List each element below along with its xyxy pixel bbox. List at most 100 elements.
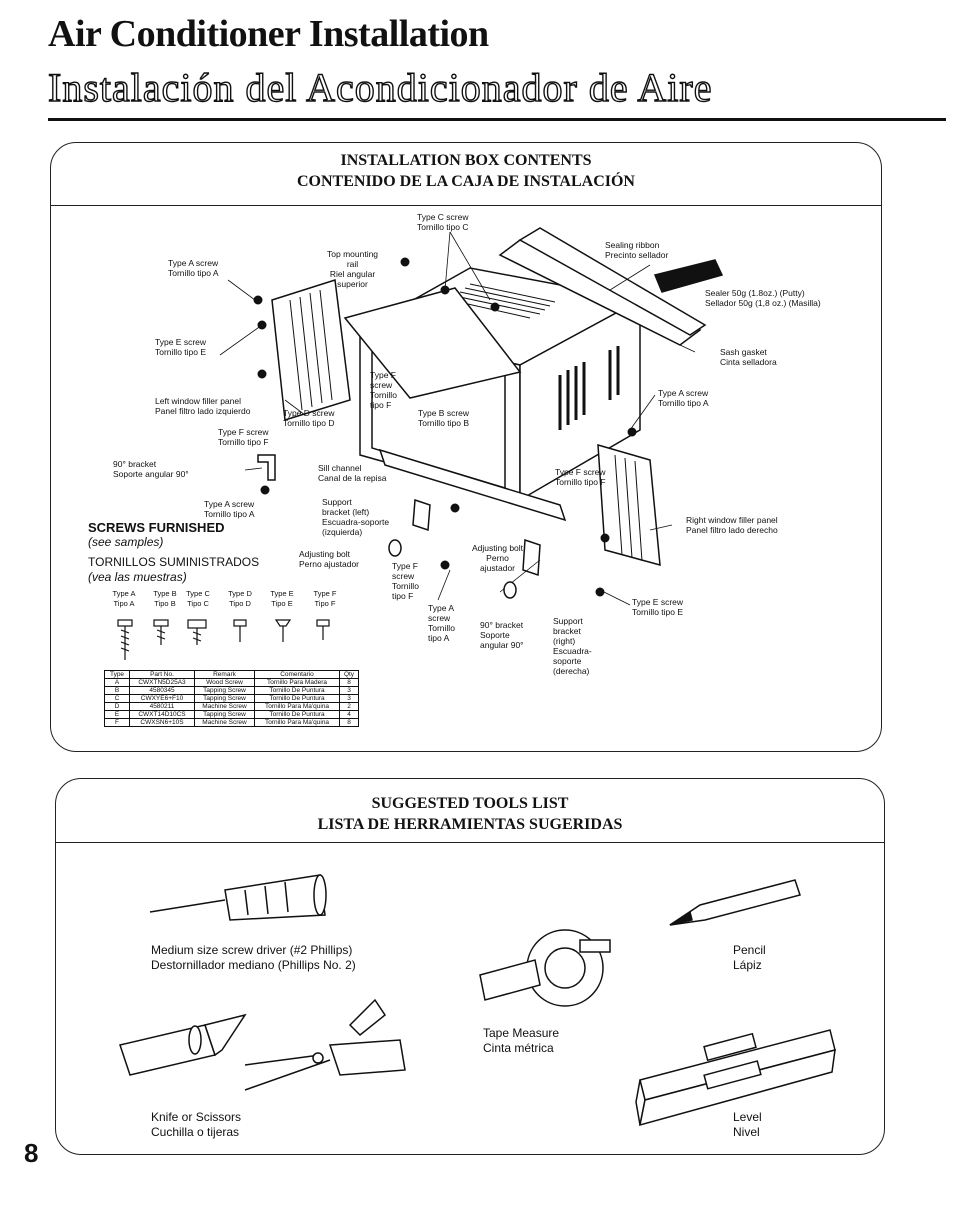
label-type-b-screw: Type B screw Tornillo tipo B [418, 408, 470, 428]
label-90-bracket-left: 90° bracket Soporte angular 90° [113, 459, 189, 479]
label-sill-channel: Sill channel Canal de la repisa [318, 463, 387, 483]
screws-furnished-subtitle: (see samples) [88, 535, 164, 549]
tools-heading-en: SUGGESTED TOOLS LIST [371, 795, 569, 812]
screw-sample-c [187, 619, 207, 645]
sealing-ribbon [498, 239, 702, 346]
screwdriver-drawing [149, 874, 327, 921]
table-row: B 4580345 Tapping Screw Tornillo De Punt… [104, 686, 359, 695]
col-remark: Remark [194, 670, 255, 679]
col-qty: Qty [339, 670, 359, 679]
tool-level-label: Level Nivel [733, 1110, 762, 1139]
label-type-f-screw-inner: Type F screw Tornillo tipo F [370, 370, 397, 410]
knife-drawing [119, 1013, 247, 1076]
label-sealer: Sealer 50g (1.8oz.) (Putty) Sellador 50g… [705, 288, 821, 308]
screws-furnished-title: SCREWS FURNISHED [88, 520, 225, 535]
table-row: E CWXT14D10CS Tapping Screw Tornillo De … [104, 710, 359, 719]
page-title: Air Conditioner Installation [48, 13, 489, 55]
cell: CWXT14D10CS [129, 710, 195, 719]
box-contents-heading-en: INSTALLATION BOX CONTENTS [340, 152, 592, 169]
screw-sample-f [316, 619, 330, 640]
tape-measure-drawing [479, 929, 611, 1007]
cell: Tornillo De Puntura [254, 710, 340, 719]
cell: 8 [339, 718, 359, 727]
scissors-drawing [244, 998, 406, 1091]
cell: Machine Screw [194, 718, 255, 727]
level-drawing [635, 1029, 836, 1127]
screws-furnished-subtitle-es: (vea las muestras) [88, 570, 187, 584]
cell: Wood Screw [194, 678, 255, 687]
cell: Tapping Screw [194, 686, 255, 695]
support-bracket-right [522, 538, 541, 577]
page-number: 8 [24, 1138, 39, 1168]
label-support-bracket-left: Support bracket (left) Escuadra-soporte … [322, 497, 390, 537]
label-right-filler-panel: Right window filler panel Panel filtro l… [686, 515, 778, 535]
parts-table-header: Type Part No. Remark Comentario Qty [104, 670, 359, 679]
label-type-a-screw-left: Type A screw Tornillo tipo A [168, 258, 219, 278]
page-title-spanish: Instalación del Acondicionador de Aire [47, 64, 713, 110]
top-mounting-rail [343, 287, 522, 399]
cell: 3 [339, 686, 359, 695]
box-contents-heading: INSTALLATION BOX CONTENTS CONTENIDO DE L… [51, 143, 881, 206]
tool-pencil-label: Pencil Lápiz [733, 943, 766, 972]
tool-screwdriver-label: Medium size screw driver (#2 Phillips) D… [151, 943, 356, 972]
pencil-drawing [669, 879, 801, 926]
screw-sample-a [117, 619, 133, 660]
screws-furnished-title-es: TORNILLOS SUMINISTRADOS [88, 555, 260, 569]
label-type-a-screw-center: Type A screw Tornillo tipo A [428, 603, 455, 643]
tool-knife-label: Knife or Scissors Cuchilla o tijeras [151, 1110, 242, 1139]
table-row: F CWXSN6+10S Machine Screw Tornillo Para… [104, 718, 359, 727]
bracket-90-left [257, 454, 276, 481]
cell: Tornillo Para Ma'quina [254, 702, 340, 711]
cell: 4580345 [129, 686, 195, 695]
tools-panel: SUGGESTED TOOLS LIST LISTA DE HERRAMIENT… [55, 778, 885, 1155]
cell: Tapping Screw [194, 710, 255, 719]
label-type-f-screw-bottom: Type F screw Tornillo tipo F [392, 561, 419, 601]
table-row: C CWXYE6+F10 Tapping Screw Tornillo De P… [104, 694, 359, 703]
screw-sample-d [233, 619, 247, 642]
cell: CWXTN5D25A3 [129, 678, 195, 687]
box-contents-heading-es: CONTENIDO DE LA CAJA DE INSTALACIÓN [297, 173, 635, 190]
cell: E [104, 710, 130, 719]
label-type-f-screw-left: Type F screw Tornillo tipo F [218, 427, 269, 447]
cell: CWXSN6+10S [129, 718, 195, 727]
label-sealing-ribbon: Sealing ribbon Precinto sellador [605, 240, 669, 260]
parts-table: Type Part No. Remark Comentario Qty A CW… [104, 670, 359, 727]
sash-gasket [518, 227, 707, 336]
label-type-a-screw-bottom: Type A screw Tornillo tipo A [204, 499, 255, 519]
cell: C [104, 694, 130, 703]
cell: 3 [339, 694, 359, 703]
cell: Tornillo De Puntura [254, 686, 340, 695]
label-top-mounting-rail: Top mounting rail Riel angular superior [327, 249, 379, 289]
cell: Tornillo Para Ma'quina [254, 718, 340, 727]
cell: Tornillo Para Madera [254, 678, 340, 687]
label-type-e-screw-right: Type E screw Tornillo tipo E [632, 597, 684, 617]
label-adjusting-bolt: Adjusting bolt Perno ajustador [299, 549, 360, 569]
cell: CWXYE6+F10 [129, 694, 195, 703]
label-type-d-screw: Type D screw Tornillo tipo D [283, 408, 335, 428]
cell: Machine Screw [194, 702, 255, 711]
cell: D [104, 702, 130, 711]
label-type-f-screw-right: Type F screw Tornillo tipo F [555, 467, 606, 487]
right-filler-panel [597, 443, 661, 567]
label-adjusting-bolt-2: Adjusting bolt Perno ajustador [472, 543, 524, 573]
cell: B [104, 686, 130, 695]
box-contents-panel: INSTALLATION BOX CONTENTS CONTENIDO DE L… [50, 142, 882, 752]
tools-heading: SUGGESTED TOOLS LIST LISTA DE HERRAMIENT… [56, 779, 884, 843]
cell: F [104, 718, 130, 727]
label-type-a-screw-right: Type A screw Tornillo tipo A [658, 388, 709, 408]
cell: 2 [339, 702, 359, 711]
col-part-no: Part No. [129, 670, 195, 679]
label-sash-gasket: Sash gasket Cinta selladora [720, 347, 777, 367]
tool-tape-label: Tape Measure Cinta métrica [483, 1026, 560, 1055]
label-type-c-screw: Type C screw Tornillo tipo C [417, 212, 469, 232]
label-type-e-screw-left: Type E screw Tornillo tipo E [155, 337, 207, 357]
sealer-putty [653, 259, 724, 293]
label-left-filler-panel: Left window filler panel Panel filtro la… [155, 396, 251, 416]
table-row: A CWXTN5D25A3 Wood Screw Tornillo Para M… [104, 678, 359, 687]
